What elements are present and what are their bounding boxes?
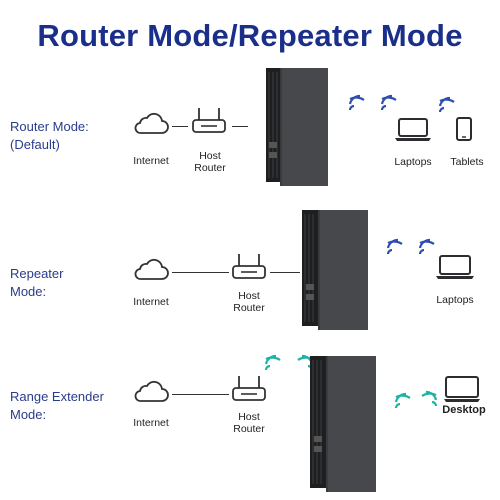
wifi-signal-icon — [394, 392, 411, 409]
repeater-device-image — [266, 68, 328, 186]
internet-label: Internet — [133, 417, 169, 429]
range-extender-mode-label: Range Extender Mode: — [10, 389, 104, 422]
laptop-icon — [395, 118, 431, 141]
connection-line — [232, 126, 248, 128]
router-mode-label: Router Mode: (Default) — [10, 119, 89, 152]
wifi-signal-icon — [418, 238, 435, 255]
router-icon — [232, 376, 266, 401]
connection-line — [172, 394, 229, 396]
host-router-label: Host Router — [233, 411, 265, 435]
cloud-icon — [134, 258, 169, 280]
page-title: Router Mode/Repeater Mode — [37, 18, 463, 53]
wifi-signal-icon — [438, 96, 455, 113]
laptop-icon — [436, 255, 474, 279]
laptops-label: Laptops — [436, 294, 474, 306]
desktop-monitor-icon — [444, 376, 480, 402]
cloud-icon — [134, 112, 169, 134]
connection-line — [172, 126, 188, 128]
host-router-label: Host Router — [233, 290, 265, 314]
wifi-signal-icon — [421, 390, 438, 407]
wifi-signal-icon — [348, 94, 365, 111]
router-icon — [232, 254, 266, 279]
wifi-signal-icon — [264, 354, 281, 371]
tablet-icon — [456, 117, 472, 141]
desktop-label: Desktop — [442, 404, 486, 416]
connection-line — [270, 272, 300, 274]
repeater-device-image — [302, 210, 368, 330]
laptops-label: Laptops — [394, 156, 432, 168]
router-icon — [192, 108, 226, 133]
cloud-icon — [134, 380, 169, 402]
repeater-mode-label: Repeater Mode: — [10, 266, 64, 299]
internet-label: Internet — [133, 155, 169, 167]
tablets-label: Tablets — [450, 156, 484, 168]
wifi-signal-icon — [386, 238, 403, 255]
host-router-label: Host Router — [194, 150, 226, 174]
internet-label: Internet — [133, 296, 169, 308]
wifi-signal-icon — [380, 94, 397, 111]
repeater-device-image — [310, 356, 376, 492]
connection-line — [172, 272, 229, 274]
